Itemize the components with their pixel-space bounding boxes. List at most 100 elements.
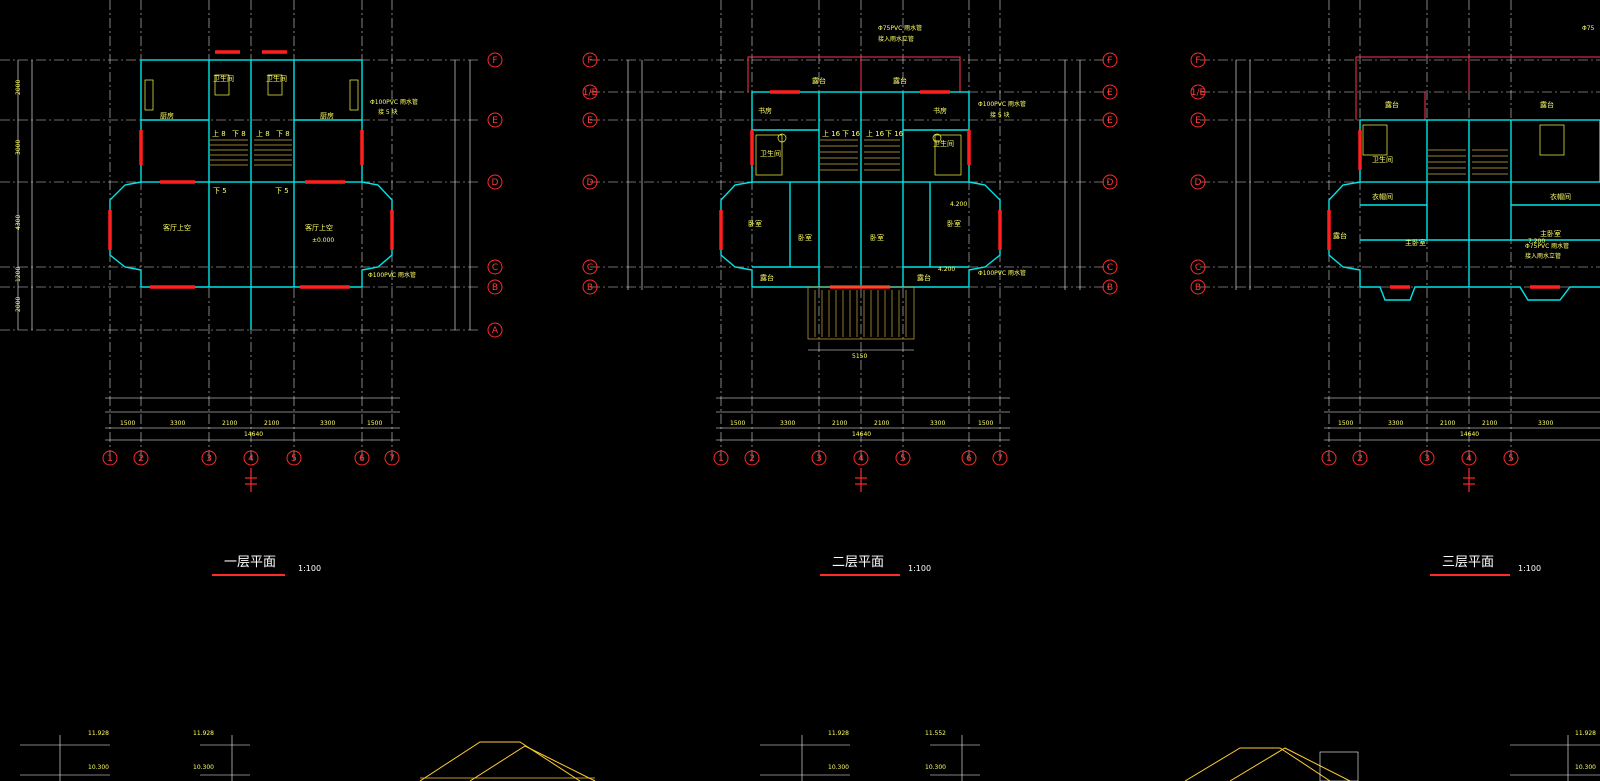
axis-label: 5 (1508, 454, 1514, 464)
drain-note: 接入雨水立管 (878, 35, 914, 43)
dim-text: 3300 (780, 420, 795, 427)
room-label: 书房 (933, 106, 947, 115)
level-mark: 4.200 (950, 201, 967, 208)
elev-level: 10.300 (193, 764, 214, 771)
room-label: 卫生间 (1372, 155, 1393, 164)
room-label: 卫生间 (213, 74, 234, 83)
elev-level: 11.928 (1575, 730, 1596, 737)
dim-text: 2100 (1440, 420, 1455, 427)
room-label: 厨房 (160, 111, 174, 120)
dim-text: 2100 (874, 420, 889, 427)
level-mark: ±0.000 (312, 237, 334, 244)
axis-label: 5 (291, 454, 297, 464)
dim-text: 3300 (320, 420, 335, 427)
stair-label: 下 8 (232, 130, 246, 138)
axis-label: 6 (966, 454, 972, 464)
stair-label: 下 16 (885, 130, 904, 138)
axis-label: 4 (248, 454, 254, 464)
room-label: 卧室 (947, 219, 961, 228)
total-dim: 14640 (852, 431, 871, 438)
stair-label: 下 8 (276, 130, 290, 138)
drain-note: Φ75PVC 雨水管 (878, 24, 922, 32)
axis-label: B (492, 283, 498, 293)
axis-col-bubbles: 1 2 3 4 5 6 7 (713, 450, 1008, 466)
stair-label: 上 8 (256, 129, 270, 138)
axis-label: F (587, 56, 592, 66)
room-label: 卧室 (748, 219, 762, 228)
stair-label: 上 16 (866, 129, 885, 138)
drain-note: Φ100PVC 雨水管 (978, 269, 1026, 277)
room-label: 卫生间 (933, 139, 954, 148)
dim-text: 3000 (15, 140, 22, 155)
axis-label: E (492, 116, 498, 126)
elev-level: 11.552 (925, 730, 946, 737)
stair-label: 下 16 (842, 130, 861, 138)
axis-label: D (492, 178, 499, 188)
axis-label: F (1195, 56, 1200, 66)
total-dim: 14640 (1460, 431, 1479, 438)
axis-label: D (1195, 178, 1202, 188)
level-mark: 4.200 (938, 266, 955, 273)
axis-label: 7 (997, 454, 1003, 464)
floor-plan-3: 露台 露台 卫生间 衣帽间 衣帽间 露台 主卧室 主卧室 Φ75PVC 雨水管 … (1190, 0, 1600, 576)
axis-label: 4 (1466, 454, 1472, 464)
room-label: 露台 (812, 76, 826, 85)
plan-scale: 1:100 (908, 564, 931, 573)
elev-level: 10.300 (1575, 764, 1596, 771)
dim-text: 5150 (852, 353, 867, 360)
room-label: 露台 (1540, 100, 1554, 109)
floor-plan-2: 5150 露台 露台 书房 书房 卫生间 卫生间 卧室 卧室 卧室 卧室 露台 … (582, 0, 1118, 576)
axis-label: 1 (718, 454, 724, 464)
room-label: 衣帽间 (1372, 192, 1393, 201)
dim-text: 1500 (978, 420, 993, 427)
room-label: 主卧室 (1540, 229, 1561, 238)
room-label: 衣帽间 (1550, 192, 1571, 201)
dim-text: 1500 (730, 420, 745, 427)
room-label: 露台 (1385, 100, 1399, 109)
axis-label: 2 (1357, 454, 1363, 464)
axis-label: C (1195, 263, 1201, 273)
room-label: 厨房 (320, 111, 334, 120)
room-label: 露台 (760, 273, 774, 282)
plan-scale: 1:100 (1518, 564, 1541, 573)
axis-label: F (1107, 56, 1112, 66)
plan-title: 一层平面 (224, 555, 276, 570)
axis-label: E (587, 116, 593, 126)
drain-note: 接入雨水立管 (1525, 252, 1561, 260)
room-label: 露台 (893, 76, 907, 85)
dim-text: 1500 (367, 420, 382, 427)
room-label: 露台 (1333, 231, 1347, 240)
stair-label: 上 16 (822, 129, 841, 138)
room-label: 客厅上空 (163, 223, 191, 232)
stair-label: 下 5 (275, 187, 289, 195)
elev-level: 11.928 (828, 730, 849, 737)
plan-title: 三层平面 (1442, 555, 1494, 570)
room-label: 主卧室 (1405, 238, 1426, 247)
stair-label: 上 8 (212, 129, 226, 138)
room-label: 卫生间 (266, 74, 287, 83)
elev-level: 11.928 (193, 730, 214, 737)
room-label: 卧室 (798, 233, 812, 242)
axis-label: D (587, 178, 594, 188)
dim-text: 3300 (1388, 420, 1403, 427)
axis-row-bubbles-right: F E E D C B (1102, 52, 1118, 295)
dim-text: 3300 (930, 420, 945, 427)
plan-scale: 1:100 (298, 564, 321, 573)
dim-text: 1200 (15, 267, 22, 282)
drain-note: Φ75PVC 雨水管 (1525, 242, 1569, 250)
dim-text: 1500 (120, 420, 135, 427)
drain-note: Φ75 (1582, 25, 1595, 32)
floor-plan-1: 卫生间 卫生间 厨房 厨房 客厅上空 客厅上空 上 8 下 8 上 8 下 8 … (0, 0, 503, 576)
axis-label: 3 (816, 454, 822, 464)
stair-label: 下 5 (213, 187, 227, 195)
axis-label: 5 (900, 454, 906, 464)
axis-label: 4 (858, 454, 864, 464)
axis-label: 1/E (583, 88, 598, 98)
elev-level: 10.300 (925, 764, 946, 771)
axis-label: 6 (359, 454, 365, 464)
elev-level: 10.300 (88, 764, 109, 771)
elev-level: 11.928 (88, 730, 109, 737)
axis-label: C (587, 263, 593, 273)
drain-note: 接 5 块 (378, 108, 398, 116)
axis-col-bubbles: 1 2 3 4 5 (1321, 450, 1519, 466)
